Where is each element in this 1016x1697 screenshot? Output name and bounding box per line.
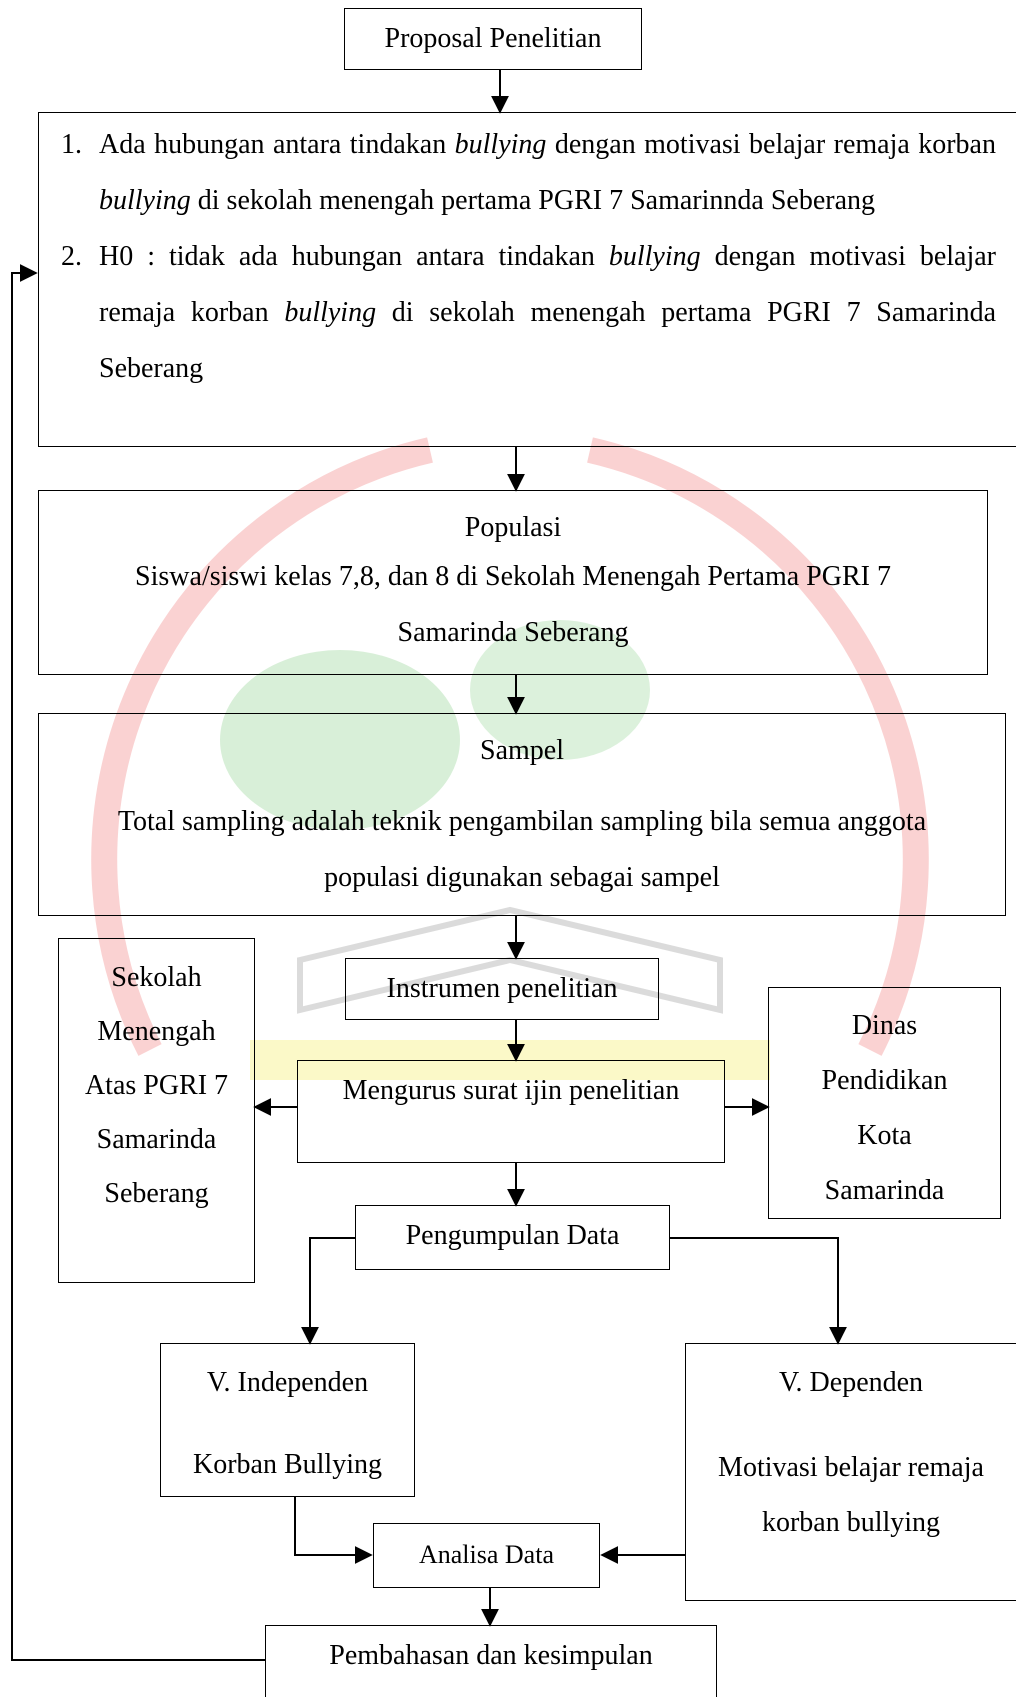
arrow-feedback-loop — [11, 264, 265, 1661]
box-sampel: Sampel Total sampling adalah teknik peng… — [38, 713, 1006, 916]
box-proposal: Proposal Penelitian — [344, 8, 642, 70]
box-sma: Sekolah Menengah Atas PGRI 7 Samarinda S… — [58, 938, 255, 1283]
dependen-text: Motivasi belajar remaja korban bullying — [718, 1452, 984, 1538]
hypothesis-text: di sekolah menengah pertama PGRI 7 Samar… — [99, 297, 996, 384]
proposal-label: Proposal Penelitian — [384, 23, 602, 54]
hypothesis-item: 2. H0 : tidak ada hubungan antara tindaka… — [39, 229, 1016, 397]
box-analisa: Analisa Data — [373, 1523, 600, 1588]
arrow-pengumpulan-to-dependen — [670, 1237, 847, 1345]
sampel-text: Total sampling adalah teknik pengambilan… — [117, 806, 927, 893]
hypothesis-text: H0 : tidak ada hubungan antara tindakan — [99, 241, 609, 272]
independen-text: Korban Bullying — [193, 1449, 382, 1480]
watermark-background — [0, 440, 1016, 1220]
box-populasi: Populasi Siswa/siswi kelas 7,8, dan 8 di… — [38, 490, 988, 675]
watermark-leaf-green — [220, 650, 460, 830]
ijin-label: Mengurus surat ijin penelitian — [342, 1075, 680, 1106]
independen-title: V. Independen — [206, 1367, 369, 1398]
hypothesis-text: di sekolah menengah pertama PGRI 7 Samar… — [190, 185, 876, 216]
sma-label: Sekolah Menengah Atas PGRI 7 Samarinda S… — [84, 962, 229, 1209]
instrumen-label: Instrumen penelitian — [386, 973, 618, 1004]
analisa-label: Analisa Data — [418, 1540, 554, 1569]
hypothesis-number: 1. — [61, 129, 82, 160]
box-instrumen: Instrumen penelitian — [345, 958, 659, 1020]
hypothesis-text: Ada hubungan antara tindakan — [99, 129, 455, 160]
arrow-pengumpulan-to-independen — [301, 1237, 355, 1345]
box-pembahasan: Pembahasan dan kesimpulan — [265, 1625, 717, 1697]
box-independen: V. Independen Korban Bullying — [160, 1343, 415, 1497]
hypothesis-term: bullying — [454, 129, 547, 160]
dinas-label: Dinas Pendidikan Kota Samarinda — [821, 1010, 948, 1206]
hypothesis-term: bullying — [608, 241, 701, 272]
hypothesis-text: dengan motivasi belajar remaja korban — [546, 129, 996, 160]
arrow-independen-to-analisa — [294, 1497, 373, 1564]
box-dependen: V. Dependen Motivasi belajar remaja korb… — [685, 1343, 1016, 1601]
hypothesis-number: 2. — [61, 241, 82, 272]
hypothesis-text: dengan motivasi belajar remaja korban — [99, 241, 996, 328]
hypothesis-term: bullying — [284, 297, 377, 328]
box-ijin: Mengurus surat ijin penelitian — [297, 1060, 725, 1163]
watermark-book — [297, 906, 723, 1014]
hypothesis-list: 1.Ada hubungan antara tindakan bullying … — [39, 117, 1016, 397]
watermark-ring-right — [587, 437, 929, 1056]
populasi-text: Siswa/siswi kelas 7,8, dan 8 di Sekolah … — [135, 561, 891, 648]
populasi-title: Populasi — [464, 512, 562, 543]
dependen-title: V. Dependen — [778, 1367, 924, 1398]
box-hypothesis: 1.Ada hubungan antara tindakan bullying … — [38, 112, 1016, 447]
watermark-leaf-green-2 — [470, 620, 650, 760]
box-pengumpulan: Pengumpulan Data — [355, 1205, 670, 1270]
pengumpulan-label: Pengumpulan Data — [405, 1220, 620, 1251]
pembahasan-label: Pembahasan dan kesimpulan — [329, 1640, 653, 1671]
box-dinas: Dinas Pendidikan Kota Samarinda — [768, 987, 1001, 1219]
hypothesis-item: 1.Ada hubungan antara tindakan bullying … — [39, 117, 1016, 229]
sampel-title: Sampel — [480, 735, 564, 766]
watermark-ring-left — [91, 437, 433, 1056]
hypothesis-term: bullying — [99, 185, 191, 216]
